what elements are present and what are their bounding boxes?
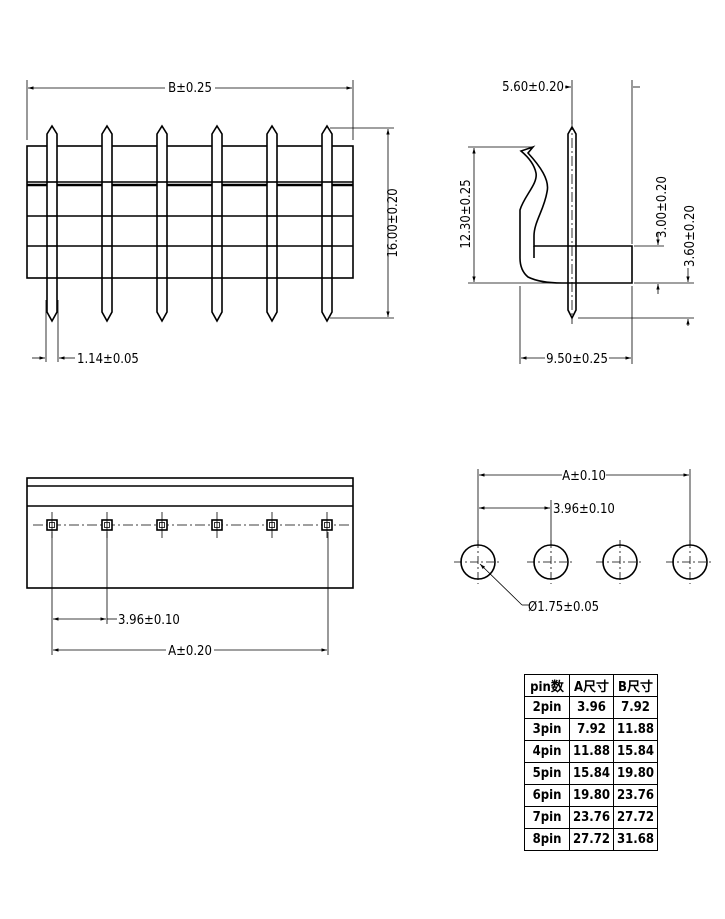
- pin-count-cell: 5pin: [524, 762, 570, 785]
- pin-count-cell: 4pin: [524, 740, 570, 763]
- front-width-dim: B±0.25: [168, 81, 212, 96]
- front-pin: [101, 124, 113, 323]
- a-size-cell: 7.92: [569, 718, 614, 741]
- front-pin: [46, 124, 58, 323]
- b-size-cell: 19.80: [613, 762, 658, 785]
- table-row: 7pin 23.76 27.72: [524, 806, 658, 829]
- a-size-cell: 27.72: [569, 828, 614, 851]
- pcb-hole: [666, 540, 714, 584]
- front-pin: [321, 124, 333, 323]
- a-size-cell: 11.88: [569, 740, 614, 763]
- a-size-cell: 3.96: [569, 696, 614, 719]
- front-view: B±0.25 16.00±0.20 1.14±0.05: [26, 80, 401, 367]
- pcb-layout: A±0.10 3.96±0.10 Ø1.75±0.05: [454, 469, 714, 615]
- front-pin: [156, 124, 168, 323]
- pin-dimension-table: pin数 A尺寸 B尺寸 2pin 3.96 7.92 3pin 7.92 11…: [524, 674, 658, 851]
- header-b-size: B尺寸: [613, 674, 658, 697]
- table-header-row: pin数 A尺寸 B尺寸: [524, 674, 658, 697]
- front-pin-width-dim: 1.14±0.05: [77, 352, 139, 367]
- pcb-hole: [454, 540, 502, 584]
- bottom-pin-pad: [156, 512, 168, 538]
- side-view: 5.60±0.20 12.30±0.25 3.00±0.20 3.60±0.20…: [459, 80, 698, 367]
- side-depth-dim: 9.50±0.25: [546, 352, 608, 367]
- side-top-dim: 5.60±0.20: [502, 80, 564, 95]
- pin-count-cell: 3pin: [524, 718, 570, 741]
- pcb-holes: [454, 540, 714, 584]
- pcb-hole-dim: Ø1.75±0.05: [528, 600, 599, 615]
- b-size-cell: 31.68: [613, 828, 658, 851]
- bottom-pin-pad: [211, 512, 223, 538]
- bottom-pitch-dim: 3.96±0.10: [118, 613, 180, 628]
- pin-count-cell: 6pin: [524, 784, 570, 807]
- a-size-cell: 23.76: [569, 806, 614, 829]
- front-pin: [211, 124, 223, 323]
- front-housing: [26, 145, 354, 279]
- table-row: 4pin 11.88 15.84: [524, 740, 658, 763]
- pcb-hole: [596, 540, 644, 584]
- b-size-cell: 7.92: [613, 696, 658, 719]
- b-size-cell: 15.84: [613, 740, 658, 763]
- pcb-span-dim: A±0.10: [562, 469, 606, 484]
- table-row: 2pin 3.96 7.92: [524, 696, 658, 719]
- a-size-cell: 15.84: [569, 762, 614, 785]
- header-pin-count: pin数: [524, 674, 570, 697]
- bottom-housing: [26, 477, 354, 589]
- bottom-pin-pad: [321, 512, 333, 538]
- bottom-pins: [46, 512, 333, 538]
- front-height-dim: 16.00±0.20: [386, 188, 401, 257]
- pin-count-cell: 2pin: [524, 696, 570, 719]
- b-size-cell: 23.76: [613, 784, 658, 807]
- pin-count-cell: 8pin: [524, 828, 570, 851]
- side-base-height-dim: 3.60±0.20: [683, 205, 698, 267]
- a-size-cell: 19.80: [569, 784, 614, 807]
- b-size-cell: 27.72: [613, 806, 658, 829]
- table-row: 6pin 19.80 23.76: [524, 784, 658, 807]
- table-row: 3pin 7.92 11.88: [524, 718, 658, 741]
- b-size-cell: 11.88: [613, 718, 658, 741]
- bottom-span-dim: A±0.20: [168, 644, 212, 659]
- side-pin-height-dim: 3.00±0.20: [655, 176, 670, 238]
- table-row: 5pin 15.84 19.80: [524, 762, 658, 785]
- front-pins: [46, 124, 333, 323]
- table-row: 8pin 27.72 31.68: [524, 828, 658, 851]
- bottom-view: 3.96±0.10 A±0.20: [26, 477, 354, 659]
- header-a-size: A尺寸: [569, 674, 614, 697]
- side-height-dim: 12.30±0.25: [459, 179, 474, 248]
- pcb-hole: [527, 540, 575, 584]
- bottom-pin-pad: [266, 512, 278, 538]
- side-housing: [519, 145, 633, 284]
- pin-count-cell: 7pin: [524, 806, 570, 829]
- pcb-pitch-dim: 3.96±0.10: [553, 502, 615, 517]
- front-pin: [266, 124, 278, 323]
